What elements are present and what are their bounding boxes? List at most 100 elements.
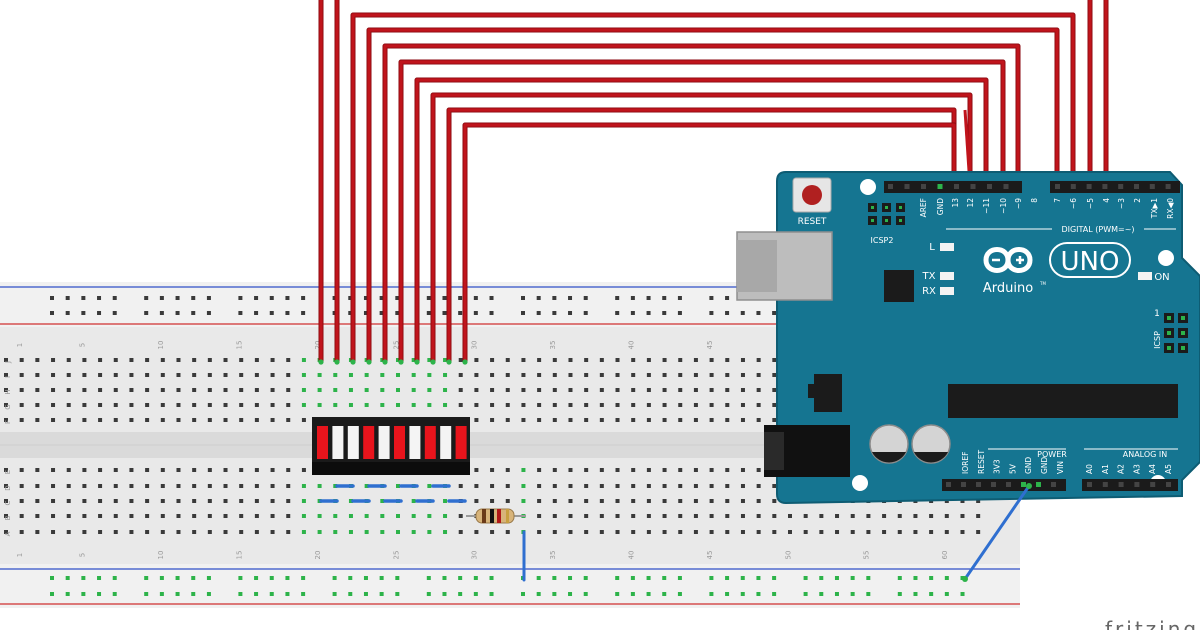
led-segment xyxy=(394,426,405,459)
rail-hole xyxy=(254,311,259,315)
breadboard-hole xyxy=(145,358,150,362)
rail-hole xyxy=(458,296,463,300)
column-number: 60 xyxy=(941,551,949,560)
breadboard-hole xyxy=(411,388,416,392)
breadboard-hole xyxy=(537,358,542,362)
breadboard-hole xyxy=(129,373,134,377)
breadboard-hole xyxy=(552,484,557,488)
rail-hole xyxy=(536,296,541,300)
breadboard-hole xyxy=(568,358,573,362)
rail-hole xyxy=(285,296,290,300)
breadboard-hole xyxy=(129,468,134,472)
breadboard-hole xyxy=(317,514,322,518)
breadboard-hole xyxy=(66,514,71,518)
breadboard-hole xyxy=(301,373,306,377)
rail-hole xyxy=(285,576,290,580)
rail-hole xyxy=(348,576,353,580)
breadboard-hole xyxy=(145,403,150,407)
rail-hole xyxy=(913,576,918,580)
header-hole xyxy=(888,184,893,189)
breadboard-hole xyxy=(521,484,526,488)
breadboard-hole xyxy=(976,514,981,518)
breadboard-hole xyxy=(756,468,761,472)
breadboard-hole xyxy=(207,499,212,503)
breadboard-hole xyxy=(286,484,291,488)
breadboard-hole xyxy=(51,388,56,392)
column-number: 5 xyxy=(79,343,87,347)
breadboard-hole xyxy=(113,499,118,503)
power-pin-label: 3V3 xyxy=(993,459,1002,474)
rail-hole xyxy=(395,311,400,315)
breadboard-hole xyxy=(333,373,338,377)
rail-hole xyxy=(379,311,384,315)
breadboard-hole xyxy=(490,388,495,392)
breadboard-hole xyxy=(270,530,275,534)
rail-hole xyxy=(929,576,934,580)
rail-hole xyxy=(583,576,588,580)
digital-pin-label: TX▶1 xyxy=(1150,198,1159,219)
rail-hole xyxy=(568,311,573,315)
breadboard-hole xyxy=(333,530,338,534)
breadboard-hole xyxy=(396,514,400,518)
analog-pin-label: A0 xyxy=(1085,464,1094,474)
rail-hole xyxy=(191,592,196,596)
digital-header-label: DIGITAL (PWM=~) xyxy=(1061,225,1134,234)
breadboard-hole xyxy=(129,530,134,534)
breadboard-hole xyxy=(709,468,714,472)
breadboard-hole xyxy=(223,514,228,518)
rail-hole xyxy=(112,592,117,596)
breadboard-hole xyxy=(411,403,416,407)
rail-hole xyxy=(552,311,557,315)
breadboard-hole xyxy=(270,418,275,422)
breadboard-hole xyxy=(615,499,620,503)
rail-hole xyxy=(285,592,290,596)
column-number: 1 xyxy=(16,343,24,347)
rail-hole xyxy=(615,576,620,580)
breadboard-hole xyxy=(631,530,636,534)
breadboard-hole xyxy=(819,514,824,518)
breadboard-hole xyxy=(364,514,369,518)
breadboard-hole xyxy=(678,373,683,377)
rail-hole xyxy=(772,592,777,596)
breadboard-hole xyxy=(976,499,981,503)
breadboard-hole xyxy=(176,403,181,407)
breadboard-hole xyxy=(176,418,181,422)
breadboard-hole xyxy=(254,358,259,362)
breadboard-hole xyxy=(51,499,56,503)
breadboard-hole xyxy=(662,418,667,422)
breadboard-hole xyxy=(4,373,8,377)
breadboard-hole xyxy=(317,403,322,407)
breadboard-hole xyxy=(176,484,181,488)
rail-hole xyxy=(740,576,745,580)
bottom-power-rail xyxy=(0,564,1020,608)
breadboard-hole xyxy=(98,514,103,518)
breadboard-hole xyxy=(113,484,118,488)
rail-hole xyxy=(238,576,243,580)
breadboard-hole xyxy=(552,514,557,518)
red-wire xyxy=(399,60,1005,362)
breadboard-hole xyxy=(51,468,56,472)
breadboard-hole xyxy=(317,530,322,534)
led-segment xyxy=(363,426,375,459)
rail-hole xyxy=(50,296,54,300)
breadboard-hole xyxy=(772,388,777,392)
led-bar-base xyxy=(312,462,470,475)
breadboard-hole xyxy=(474,484,479,488)
breadboard-hole xyxy=(301,403,306,407)
digital-header-right xyxy=(1050,181,1180,193)
breadboard-hole xyxy=(301,499,306,503)
icsp-header xyxy=(1164,313,1188,353)
breadboard-hole xyxy=(270,358,275,362)
icsp2-pin-hole xyxy=(871,219,874,222)
rail-hole xyxy=(646,311,651,315)
breadboard-hole xyxy=(725,418,730,422)
column-number: 20 xyxy=(314,551,322,560)
digital-pin-label: 13 xyxy=(951,198,960,208)
rail-hole xyxy=(489,576,494,580)
breadboard-hole xyxy=(286,358,291,362)
breadboard-hole xyxy=(772,403,777,407)
breadboard-hole xyxy=(82,514,87,518)
breadboard-hole xyxy=(129,499,134,503)
arduino-wordmark: Arduino xyxy=(983,281,1033,296)
breadboard-hole xyxy=(458,514,463,518)
